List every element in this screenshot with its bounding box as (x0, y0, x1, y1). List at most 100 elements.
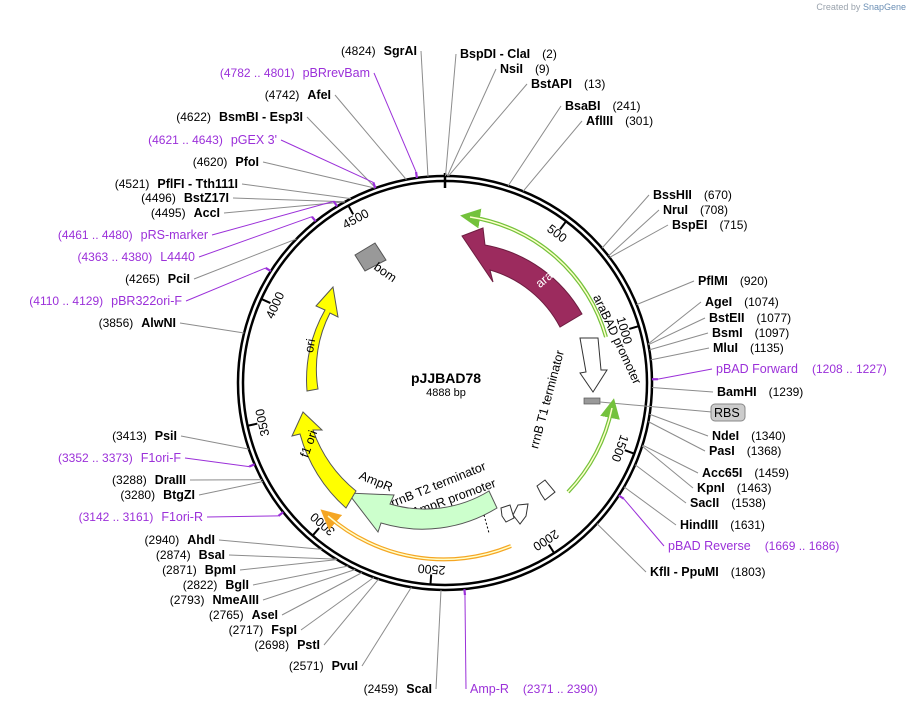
site-label: BtgZI(3280) (120, 488, 195, 502)
site-leader (650, 347, 710, 361)
primer-label: pBRrevBam(4782 .. 4801) (220, 66, 370, 80)
tick-label: 2000 (530, 527, 561, 554)
site-label: AhdI(2940) (145, 533, 215, 547)
site-leader (507, 105, 562, 187)
site-label: BspEI (715) (672, 218, 747, 232)
site-label: Acc65I(1459) (702, 466, 789, 480)
leader-lines (179, 50, 714, 690)
site-label: AflIII(301) (586, 114, 653, 128)
AmpR-label: AmpR (357, 468, 394, 494)
site-label: NmeAIII(2793) (170, 593, 259, 607)
site-label: PciI(4265) (125, 272, 190, 286)
site-leader (641, 445, 694, 489)
site-position: (715) (719, 218, 747, 232)
site-name: BspEI (672, 218, 707, 232)
bom-label: bom (371, 260, 399, 285)
site-name: PflFI - Tth111I (157, 177, 238, 191)
site-label: HindIII(1631) (680, 518, 765, 532)
site-leader (241, 183, 351, 200)
site-name: PasI (709, 444, 735, 458)
site-position: (1463) (737, 481, 772, 495)
site-leader (323, 578, 379, 646)
primer-name: pBR322ori-F (111, 294, 182, 308)
site-name: PsiI (155, 429, 177, 443)
tick-mark (559, 220, 567, 230)
site-name: BpmI (205, 563, 236, 577)
site-label: PasI (1368) (709, 444, 781, 458)
green-outline-arc-right-inner (567, 407, 613, 493)
site-position: (4622) (176, 110, 211, 124)
primer-range: (2371 .. 2390) (523, 682, 598, 696)
site-position: (301) (625, 114, 653, 128)
site-name: MluI (713, 341, 738, 355)
tick-label: 1500 (608, 433, 631, 464)
site-label: AlwNI(3856) (99, 316, 176, 330)
site-label: PsiI(3413) (112, 429, 177, 443)
primer-leader (623, 498, 665, 547)
rbs-label: RBS (714, 406, 740, 420)
watermark-prefix: Created by (816, 2, 861, 12)
primer-mark (414, 171, 418, 179)
site-leader (596, 523, 647, 573)
site-label: FspI(2717) (229, 623, 297, 637)
primer-label: F1ori-F(3352 .. 3373) (58, 451, 181, 465)
site-leader (435, 589, 442, 690)
site-name: PflMI (698, 274, 728, 288)
site-name: AseI (252, 608, 278, 622)
site-label: NruI (708) (663, 203, 728, 217)
site-leader (281, 572, 363, 616)
primer-mark (265, 267, 272, 273)
site-leader (179, 322, 245, 334)
site-position: (1239) (769, 385, 804, 399)
site-label: PflFI - Tth111I(4521) (115, 177, 238, 191)
site-name: DraIII (155, 473, 186, 487)
primer-name: pBAD Forward (716, 362, 798, 376)
site-name: AhdI (187, 533, 215, 547)
green-outline-arc-top-inner (469, 216, 607, 338)
tick-mark (247, 422, 258, 427)
site-leader (262, 161, 376, 189)
site-label: SacII(1538) (690, 496, 766, 510)
primer-leader (206, 515, 279, 518)
primer-range: (4461 .. 4480) (58, 228, 133, 242)
f1-ori-feature (291, 411, 357, 509)
site-position: (708) (700, 203, 728, 217)
site-label: BstEII(1077) (709, 311, 791, 325)
site-position: (1368) (747, 444, 782, 458)
site-name: BsaI (199, 548, 225, 562)
site-label: KpnI(1463) (697, 481, 771, 495)
site-position: (1135) (750, 341, 784, 355)
site-label: ScaI(2459) (364, 682, 432, 696)
site-leader (300, 576, 375, 631)
site-label: DraIII (3288) (112, 473, 186, 487)
site-label: BamHI(1239) (717, 385, 803, 399)
tick-label: 4000 (263, 290, 287, 321)
site-position: (2822) (183, 578, 218, 592)
site-position: (3288) (112, 473, 147, 487)
site-name: NruI (663, 203, 688, 217)
site-leader (180, 435, 249, 450)
rbs-label-box (710, 403, 746, 422)
primer-label: pBR322ori-F(4110 .. 4129) (29, 294, 182, 308)
site-labels: BspDI - ClaI(2)NsiI(9)BstAPI(13)BsaBI(24… (29, 44, 886, 696)
site-name: BstZ17I (184, 191, 229, 205)
site-leader (642, 444, 699, 474)
site-position: (241) (612, 99, 640, 113)
site-leader (609, 224, 669, 258)
site-name: PstI (297, 638, 320, 652)
primer-label: pBAD Forward(1208 .. 1227) (716, 362, 887, 376)
site-name: BsmI (712, 326, 743, 340)
site-position: (2874) (156, 548, 191, 562)
site-name: SgrAI (384, 44, 417, 58)
site-leader (420, 50, 429, 177)
site-name: HindIII (680, 518, 718, 532)
site-name: BtgZI (163, 488, 195, 502)
site-position: (670) (704, 188, 732, 202)
araC-feature (461, 227, 583, 328)
site-name: NmeAIII (212, 593, 259, 607)
tick-mark (429, 574, 433, 585)
rrnB-T2-arrow (500, 504, 515, 523)
primer-mark (372, 182, 377, 189)
site-position: (9) (535, 62, 550, 76)
